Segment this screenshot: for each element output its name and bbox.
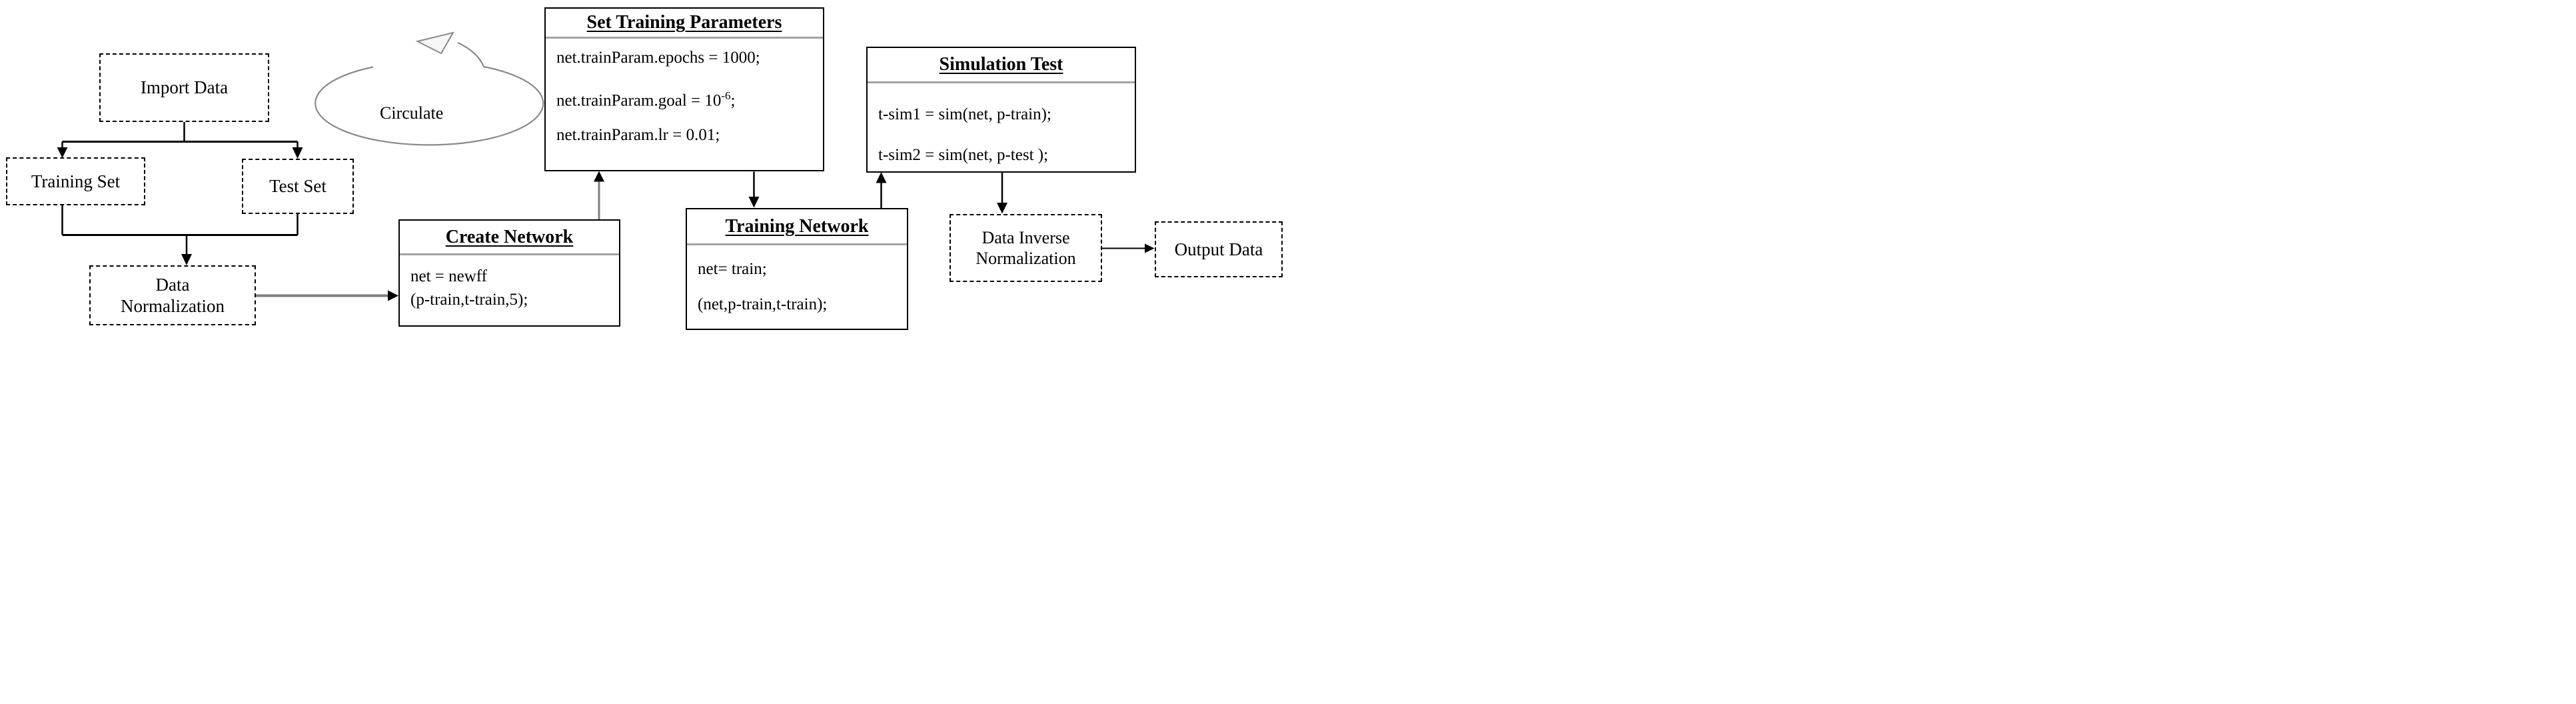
arrowhead-right-output-data (1145, 243, 1155, 253)
edge-import-to-branch (57, 121, 303, 159)
arrowhead-up-parameters (594, 171, 604, 182)
data-inverse-normalization-line2: Normalization (975, 249, 1076, 268)
edge-normalization-to-create-network (256, 290, 398, 301)
arrowhead-down-inverse-normalization (997, 203, 1007, 214)
edge-parameters-to-training-network (748, 171, 760, 208)
set-training-parameters-title: Set Training Parameters (586, 12, 782, 33)
node-training-set: Training Set (6, 157, 145, 205)
circulate-loop-arrow (315, 31, 544, 146)
node-test-set: Test Set (242, 159, 354, 214)
circulate-label: Circulate (380, 103, 444, 123)
set-training-parameters-header: Set Training Parameters (546, 9, 823, 37)
training-network-title: Training Network (725, 215, 869, 237)
code-line-newff: net = newff (410, 267, 487, 285)
code-line-train: net= train; (698, 260, 767, 278)
node-output-data: Output Data (1155, 221, 1283, 277)
data-normalization-label-line1: Data (155, 274, 190, 295)
node-data-normalization: Data Normalization (89, 265, 256, 325)
node-training-network: Training Network net= train; (net,p-trai… (686, 208, 908, 330)
create-network-title: Create Network (445, 226, 574, 247)
output-data-label: Output Data (1174, 239, 1263, 259)
training-network-header: Training Network (687, 209, 907, 243)
arrowhead-down-training-set (57, 147, 68, 158)
edge-simulation-to-inverse-normalization (997, 172, 1007, 214)
import-data-label: Import Data (140, 77, 229, 98)
arrowhead-up-simulation (876, 172, 887, 183)
node-set-training-parameters: Set Training Parameters net.trainParam.e… (544, 7, 824, 171)
goal-exponent: -6 (721, 89, 731, 102)
arrowhead-down-data-normalization (181, 254, 192, 265)
edge-inverse-normalization-to-output (1102, 243, 1155, 253)
simulation-test-body: t-sim1 = sim(net, p-train); t-sim2 = sim… (868, 81, 1135, 170)
arrowhead-down-training-network (748, 197, 760, 208)
node-create-network: Create Network net = newff (p-train,t-tr… (398, 219, 620, 327)
edge-sets-to-normalization (61, 205, 299, 265)
code-line-tsim2: t-sim2 = sim(net, p-test ); (878, 146, 1049, 164)
code-line-goal: net.trainParam.goal = 10-6; (556, 89, 736, 110)
arrowhead-down-test-set (292, 147, 303, 159)
training-network-body: net= train; (net,p-train,t-train); (687, 243, 907, 327)
code-line-train-args: (net,p-train,t-train); (698, 295, 828, 313)
data-normalization-label-line2: Normalization (121, 296, 225, 316)
test-set-label: Test Set (269, 176, 326, 197)
node-data-inverse-normalization: Data Inverse Normalization (950, 214, 1102, 282)
simulation-test-title: Simulation Test (939, 54, 1063, 75)
edge-create-network-to-parameters (594, 171, 604, 219)
code-line-epochs: net.trainParam.epochs = 1000; (556, 49, 760, 67)
edge-training-network-to-simulation (876, 172, 887, 209)
node-import-data: Import Data (99, 53, 269, 122)
circulate-loop-arrowhead (415, 31, 455, 55)
code-line-newff-args: (p-train,t-train,5); (410, 291, 528, 309)
set-training-parameters-body: net.trainParam.epochs = 1000; net.trainP… (546, 37, 823, 169)
data-inverse-normalization-line1: Data Inverse (981, 227, 1070, 247)
node-simulation-test: Simulation Test t-sim1 = sim(net, p-trai… (866, 47, 1136, 173)
create-network-header: Create Network (400, 221, 619, 253)
connector-overlay (57, 31, 1155, 301)
flowchart-canvas: Import Data Training Set Test Set Data N… (0, 0, 1288, 352)
create-network-body: net = newff (p-train,t-train,5); (400, 253, 619, 324)
code-line-lr: net.trainParam.lr = 0.01; (556, 126, 720, 145)
code-line-tsim1: t-sim1 = sim(net, p-train); (878, 105, 1051, 123)
simulation-test-header: Simulation Test (868, 48, 1135, 81)
training-set-label: Training Set (31, 171, 121, 191)
arrowhead-right-create-network (388, 290, 398, 301)
